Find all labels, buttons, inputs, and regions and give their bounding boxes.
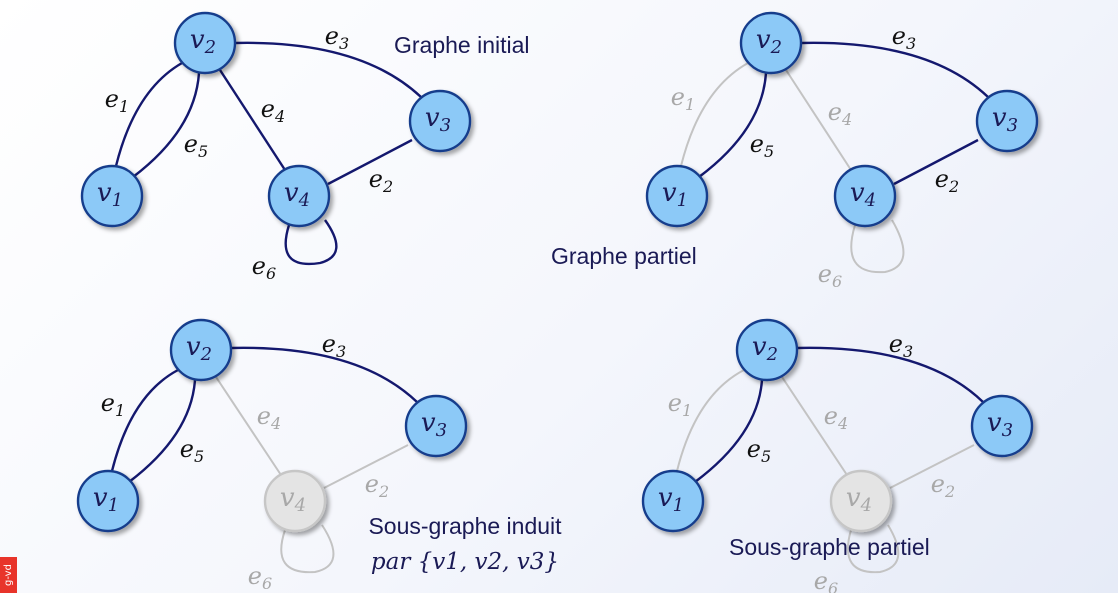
node-label-v2: v2 <box>756 25 782 58</box>
node-label-v1: v1 <box>658 483 684 516</box>
node-label-v1: v1 <box>662 178 688 211</box>
panel-sous-graphe-induit: e1 e2 e3 e4 e5 e6 v1 v2 v3 v4 <box>76 318 468 593</box>
edge-e1 <box>676 369 745 472</box>
caption-sous-graphe-induit: Sous-graphe induit par {v1, v2, v3} <box>345 512 585 576</box>
edge-label-e1: e1 <box>671 83 695 114</box>
edge-e1 <box>114 61 183 167</box>
node-v3 <box>408 89 472 153</box>
panel-sous-graphe-partiel: e1 e2 e3 e4 e5 e6 v1 v2 v3 v4 <box>641 318 1034 593</box>
edge-label-e1: e1 <box>668 389 692 420</box>
edge-label-e4: e4 <box>257 402 281 433</box>
edge-e5 <box>694 379 764 483</box>
node-v3 <box>970 394 1034 458</box>
edge-e2 <box>889 444 975 489</box>
edge-label-e1: e1 <box>101 389 125 420</box>
edge-label-e6: e6 <box>248 562 272 593</box>
node-label-v1: v1 <box>97 178 123 211</box>
edge-label-e3: e3 <box>892 22 916 53</box>
edge-e3 <box>230 346 418 403</box>
caption-sous-graphe-partiel: Sous-graphe partiel <box>729 533 930 561</box>
edge-label-e6: e6 <box>252 252 276 283</box>
node-v4 <box>829 469 893 533</box>
edge-label-e1: e1 <box>105 85 129 116</box>
edge-e6 <box>280 524 335 574</box>
edge-label-e2: e2 <box>935 165 959 196</box>
caption-line: Graphe partiel <box>551 243 697 269</box>
edge-e4 <box>785 69 852 171</box>
edge-label-e4: e4 <box>824 402 848 433</box>
edge-e6 <box>846 524 900 574</box>
node-label-v3: v3 <box>425 103 451 136</box>
edge-e3 <box>234 41 422 98</box>
caption-line: Sous-graphe partiel <box>729 534 930 560</box>
node-label-v4: v4 <box>846 483 872 516</box>
edge-e5 <box>128 379 197 483</box>
sidebar-tag: g-vd <box>0 557 17 593</box>
node-v3 <box>975 89 1039 153</box>
edge-e1 <box>680 62 749 167</box>
edge-e3 <box>800 41 989 98</box>
node-label-v1: v1 <box>93 483 119 516</box>
edge-e6 <box>284 219 338 266</box>
node-label-v4: v4 <box>850 178 876 211</box>
edge-e5 <box>132 72 201 178</box>
edge-label-e5: e5 <box>750 130 774 161</box>
node-label-v2: v2 <box>186 332 212 365</box>
edge-e4 <box>215 376 282 476</box>
edge-label-e3: e3 <box>889 330 913 361</box>
panel-graphe-partiel: e1 e2 e3 e4 e5 e6 v1 v2 v3 v4 <box>645 11 1039 291</box>
edge-label-e6: e6 <box>814 567 838 593</box>
edge-e3 <box>796 346 984 403</box>
panel-graphe-initial: e1 e2 e3 e4 e5 e6 v1 v2 v3 v4 <box>80 11 472 283</box>
edge-label-e3: e3 <box>325 22 349 53</box>
edge-e4 <box>781 376 848 476</box>
node-label-v2: v2 <box>752 332 778 365</box>
edge-e2 <box>323 444 409 489</box>
node-v2 <box>173 11 237 75</box>
edge-e5 <box>698 72 768 178</box>
node-v1 <box>645 164 709 228</box>
node-v1 <box>76 469 140 533</box>
node-v1 <box>641 469 705 533</box>
caption-graphe-initial: Graphe initial <box>394 31 530 59</box>
node-label-v3: v3 <box>421 408 447 441</box>
caption-line: Sous-graphe induit <box>368 513 562 539</box>
edge-e4 <box>218 69 287 171</box>
node-v2 <box>739 11 803 75</box>
edge-label-e3: e3 <box>322 330 346 361</box>
edge-label-e4: e4 <box>828 98 852 129</box>
node-v3 <box>404 394 468 458</box>
node-v2 <box>735 318 799 382</box>
node-label-v3: v3 <box>992 103 1018 136</box>
edge-e6 <box>850 219 905 274</box>
caption-graphe-partiel: Graphe partiel <box>551 242 697 270</box>
node-label-v2: v2 <box>190 25 216 58</box>
edge-label-e5: e5 <box>180 435 204 466</box>
edge-label-e2: e2 <box>369 165 393 196</box>
edge-label-e5: e5 <box>747 435 771 466</box>
edge-label-e2: e2 <box>365 470 389 501</box>
node-v4 <box>267 164 331 228</box>
node-label-v3: v3 <box>987 408 1013 441</box>
caption-line: Graphe initial <box>394 32 530 58</box>
edge-e2 <box>893 138 979 186</box>
caption-line: par {v1, v2, v3} <box>370 549 560 575</box>
node-label-v4: v4 <box>280 483 306 516</box>
edge-label-e6: e6 <box>818 260 842 291</box>
edge-label-e5: e5 <box>184 130 208 161</box>
edge-label-e2: e2 <box>931 470 955 501</box>
edge-label-e4: e4 <box>261 95 285 126</box>
node-v1 <box>80 164 144 228</box>
node-v4 <box>833 164 897 228</box>
node-v2 <box>169 318 233 382</box>
node-label-v4: v4 <box>284 178 310 211</box>
edge-e2 <box>327 138 413 186</box>
node-v4 <box>263 469 327 533</box>
edge-e1 <box>110 368 179 472</box>
